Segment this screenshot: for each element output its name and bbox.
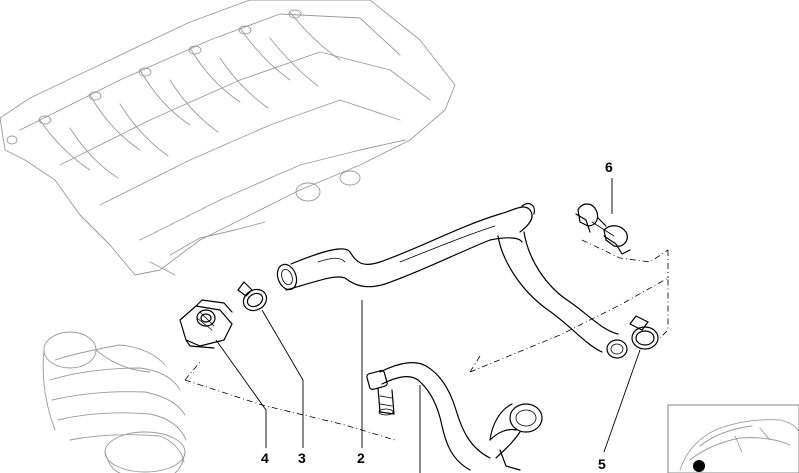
part-3-clamp — [237, 281, 268, 312]
part-2-breather-hose — [276, 202, 628, 359]
locator-dot — [693, 460, 705, 472]
callout-part-6: 6 — [605, 159, 613, 175]
callout-part-3: 3 — [298, 450, 306, 466]
part-6-clamps — [575, 203, 631, 255]
leader-lines — [215, 178, 641, 473]
air-intake-boot — [42, 331, 187, 473]
intake-manifold — [0, 0, 456, 276]
vehicle-locator-inset — [667, 404, 799, 473]
part-4-valve — [179, 299, 233, 349]
assembly-lines — [184, 239, 669, 441]
lower-breather-pipe — [366, 362, 543, 471]
callout-part-4: 4 — [261, 450, 269, 466]
callout-part-5: 5 — [598, 456, 606, 472]
part-5-clamp — [629, 315, 659, 350]
callout-part-2: 2 — [357, 450, 365, 466]
